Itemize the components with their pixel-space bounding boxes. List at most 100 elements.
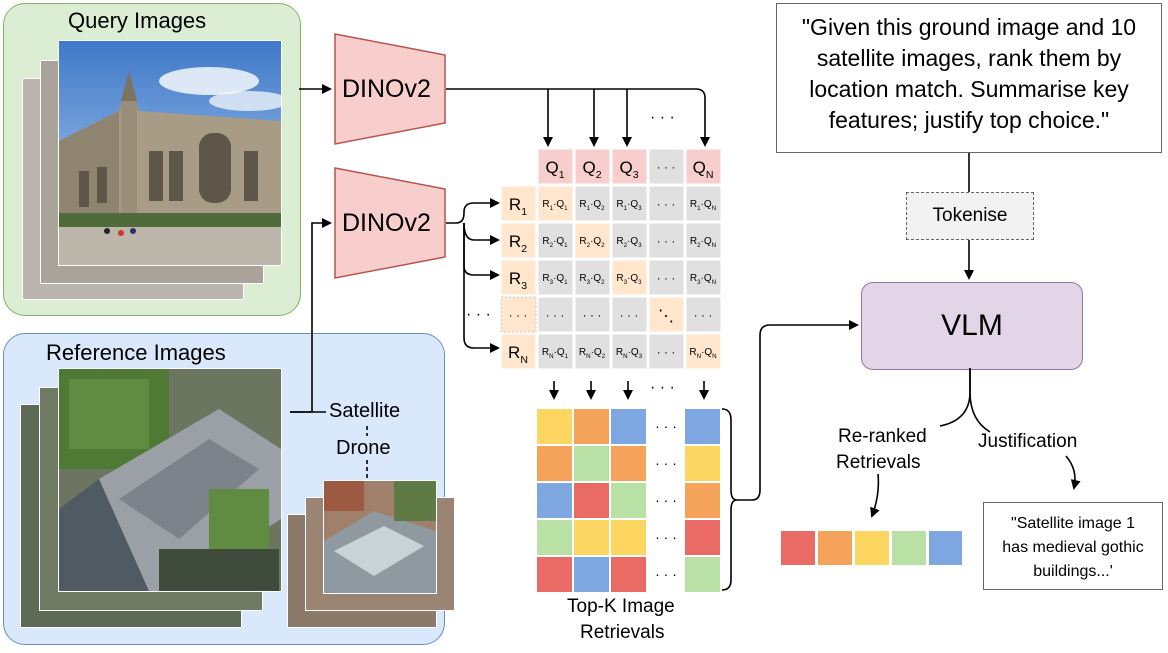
topk-row-dots-3: · · · [655, 529, 677, 545]
q-header-label-2: Q2 [582, 158, 601, 181]
reranked-label-line1: Re-ranked [838, 426, 927, 447]
topk-cell-3-3 [685, 520, 720, 555]
cell-label-2-2: R2·Q2 [579, 236, 605, 249]
dinov2-label-bottom: DINOv2 [342, 209, 431, 237]
drone-photo-front [323, 480, 437, 594]
topk-cell-4-1 [574, 557, 609, 592]
topk-cell-0-0 [537, 409, 572, 444]
dots-row-text-5: · · · [694, 308, 713, 322]
q-header-N [685, 148, 722, 185]
q-header-3 [611, 148, 648, 185]
topk-cell-2-2 [611, 483, 646, 518]
row-dots-2 [648, 222, 685, 259]
diag-dots-cell [648, 296, 685, 333]
q-header-2 [574, 148, 611, 185]
q-header-1 [537, 148, 574, 185]
prompt-line-2: satellite images, rank them by [816, 45, 1122, 71]
arrow-encoder-to-r [446, 198, 500, 224]
cell-label-3-2: R3·Q2 [579, 273, 605, 286]
q-header-label-3: Q3 [619, 158, 638, 181]
r-header-label-N: RN [508, 343, 528, 366]
cell-label-1-1: R1·Q1 [542, 199, 568, 212]
reranked-strip [781, 531, 962, 565]
topk-cell-4-2 [611, 557, 646, 592]
dots-row-cell-3 [611, 296, 648, 333]
topk-cell-3-2 [611, 520, 646, 555]
justification-line-2: has medieval gothic [1002, 539, 1144, 556]
q-top-dots: · · · [650, 109, 675, 126]
reranked-label-line2: Retrievals [836, 452, 921, 473]
q-header-dots [648, 148, 685, 185]
topk-label-line2: Retrievals [580, 622, 665, 643]
row-dots-3 [648, 259, 685, 296]
cell-label-N-N: RN·QN [689, 347, 716, 360]
arrow-encoder-to-q [446, 88, 710, 147]
arrow-to-reranked [870, 473, 880, 518]
row-dots-text-3: · · · [657, 271, 676, 285]
row-dots-text-2: · · · [657, 234, 676, 248]
topk-cell-3-0 [537, 520, 572, 555]
cell-3-3 [611, 259, 648, 296]
query-images-title: Query Images [68, 8, 207, 33]
topk-row-dots-1: · · · [655, 455, 677, 471]
dots-row-cell-5 [685, 296, 722, 333]
reranked-cell-1 [818, 531, 852, 565]
query-photo-front [58, 40, 282, 266]
dots-row-cell-2 [574, 296, 611, 333]
cell-label-1-2: R1·Q2 [579, 199, 605, 212]
r-row-dots: · · · [466, 306, 491, 323]
topk-label-line1: Top-K Image [567, 596, 675, 617]
q-header-label-1: Q1 [545, 158, 564, 181]
cell-1-N [685, 185, 722, 222]
topk-cell-2-3 [685, 483, 720, 518]
cell-label-2-N: R2·QN [690, 236, 716, 249]
cell-3-N [685, 259, 722, 296]
prompt-line-1: "Given this ground image and 10 [801, 14, 1137, 40]
cell-1-2 [574, 185, 611, 222]
vlm-box: VLM [861, 282, 1083, 370]
reranked-cell-0 [781, 531, 815, 565]
tokenise-label: Tokenise [932, 205, 1008, 226]
dots-row-text-1: · · · [546, 308, 565, 322]
topk-cell-1-1 [574, 446, 609, 481]
topk-cell-2-1 [574, 483, 609, 518]
topk-cell-4-0 [537, 557, 572, 592]
satellite-photo-front [58, 368, 282, 592]
cell-3-1 [537, 259, 574, 296]
topk-cell-0-1 [574, 409, 609, 444]
justification-label: Justification [978, 431, 1078, 452]
cell-1-1 [537, 185, 574, 222]
q-header-dots-text: · · · [657, 160, 676, 174]
cell-label-N-2: RN·Q2 [579, 347, 606, 360]
justification-line-1: "Satellite image 1 [1011, 515, 1135, 532]
r-header-3 [500, 259, 537, 296]
cell-label-1-N: R1·QN [690, 199, 716, 212]
cell-label-N-1: RN·Q1 [542, 347, 569, 360]
cell-2-1 [537, 222, 574, 259]
cell-N-2 [574, 333, 611, 370]
dinov2-encoder-bottom [334, 167, 446, 279]
r-header-label-3: R3 [509, 269, 527, 292]
topk-cell-1-0 [537, 446, 572, 481]
reranked-cell-2 [855, 531, 889, 565]
topk-arrow-dots: · · · [650, 379, 675, 396]
cell-label-3-1: R3·Q1 [542, 273, 568, 286]
r-header-dots-text: · · · [509, 308, 528, 322]
row-dots-N [648, 333, 685, 370]
arrow-to-justification [1065, 455, 1081, 490]
r-header-dots [500, 296, 537, 333]
vlm-split-left [939, 368, 971, 427]
cell-2-3 [611, 222, 648, 259]
topk-cell-1-3 [685, 446, 720, 481]
diag-dots-text: ⋱ [658, 308, 674, 325]
dots-row-text-3: · · · [620, 308, 639, 322]
cell-N-1 [537, 333, 574, 370]
satellite-label: Satellite [329, 400, 401, 422]
cell-label-3-N: R3·QN [690, 273, 716, 286]
r-header-N [500, 333, 537, 370]
dinov2-encoder-top [334, 33, 446, 145]
q-header-label-N: QN [693, 158, 714, 181]
topk-cell-0-3 [685, 409, 720, 444]
cell-2-2 [574, 222, 611, 259]
